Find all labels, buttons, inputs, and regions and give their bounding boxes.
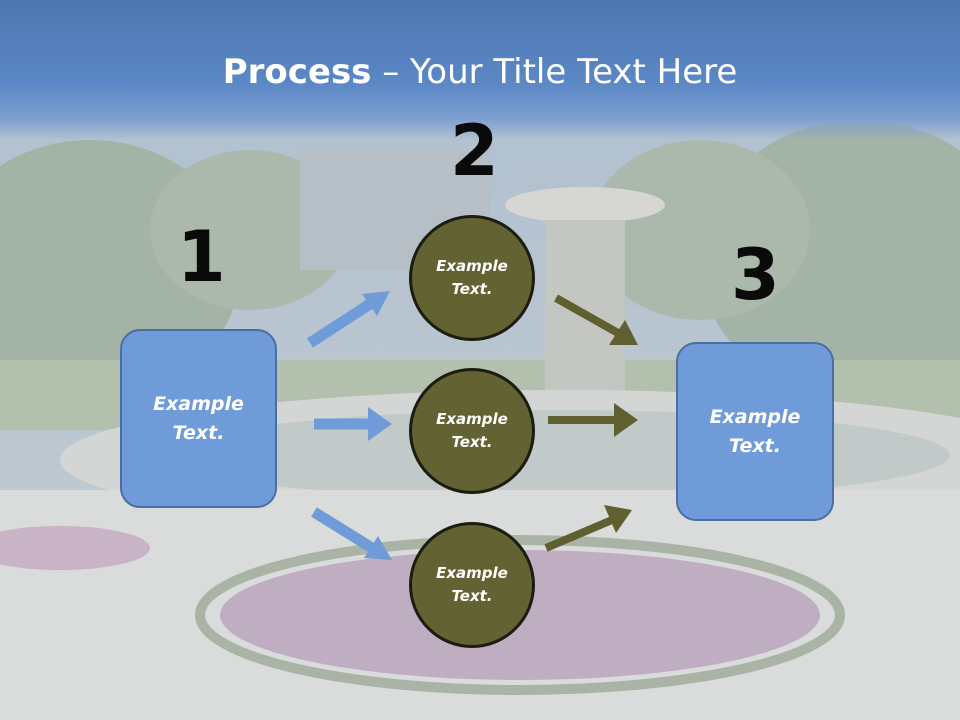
step-number-2: 2 (450, 110, 499, 192)
arrow-left-to-middle-circle (314, 407, 392, 441)
title-bold-part: Process (222, 52, 372, 92)
arrow-bottom-circle-to-right (544, 505, 632, 552)
step-number-3: 3 (731, 234, 780, 316)
bottom-circle-line-2: Text. (451, 587, 493, 605)
title-rest-part: – Your Title Text Here (371, 52, 738, 92)
top-example-circle: Example Text. (409, 215, 535, 341)
middle-circle-line-2: Text. (451, 433, 493, 451)
slide-title: Process – Your Title Text Here (0, 52, 960, 92)
left-example-box: Example Text. (120, 329, 277, 508)
right-box-line-1: Example (709, 406, 801, 428)
top-circle-line-2: Text. (451, 280, 493, 298)
left-box-line-1: Example (153, 393, 244, 415)
arrow-left-to-bottom-circle (311, 507, 392, 560)
left-box-line-2: Text. (172, 421, 225, 444)
bottom-example-circle: Example Text. (409, 522, 535, 648)
middle-example-circle: Example Text. (409, 368, 535, 494)
arrow-left-to-top-circle (307, 291, 390, 348)
middle-circle-line-1: Example (436, 409, 508, 428)
title-banner (0, 0, 960, 140)
bottom-circle-line-1: Example (436, 563, 508, 582)
arrow-top-circle-to-right (554, 294, 638, 345)
right-box-line-2: Text. (729, 434, 781, 457)
step-number-1: 1 (177, 216, 226, 298)
right-example-box: Example Text. (676, 342, 834, 521)
top-circle-line-1: Example (436, 256, 508, 275)
arrow-middle-circle-to-right (548, 403, 638, 437)
